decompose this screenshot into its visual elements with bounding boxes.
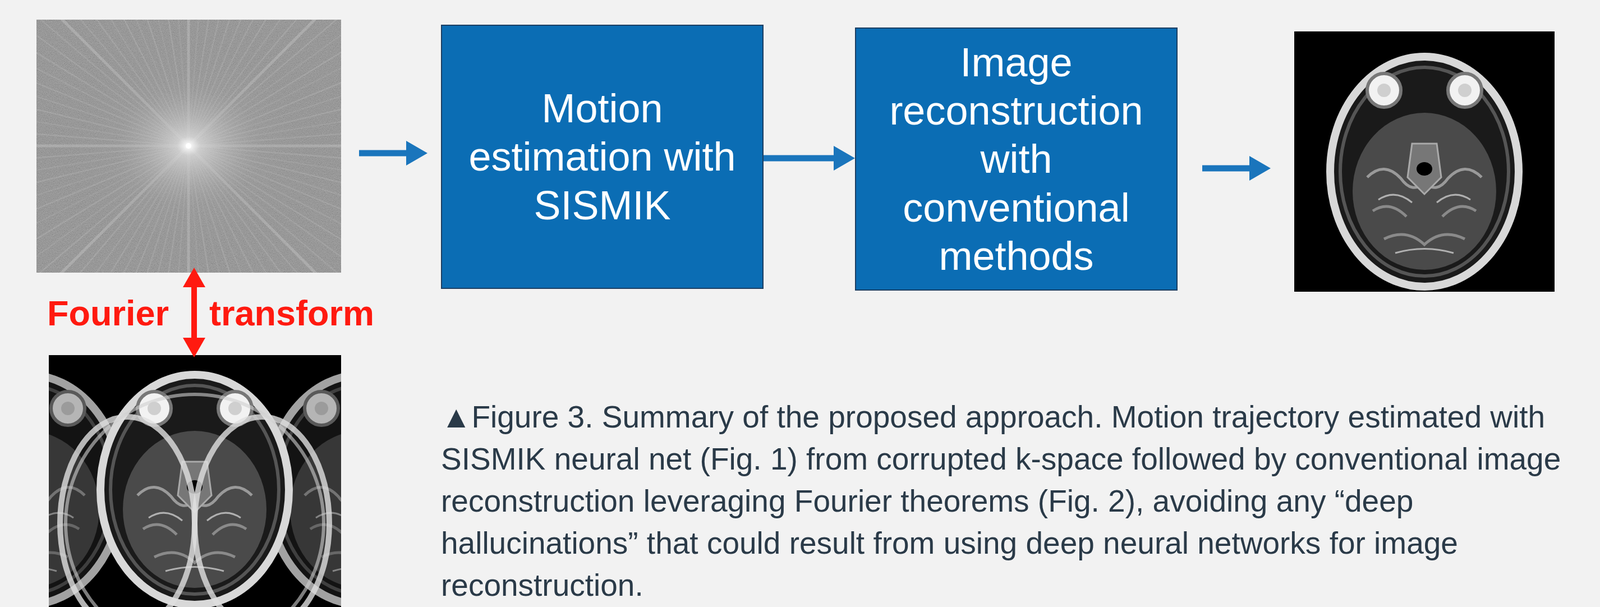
flow-arrow <box>763 145 855 171</box>
axis-label: Fourier <box>47 295 169 331</box>
fourier-arrow-shaft <box>191 286 197 339</box>
kspace-ray <box>42 19 335 273</box>
arrow-head <box>1249 155 1271 181</box>
kspace-image <box>36 19 342 273</box>
process-box: Image reconstruction with conventional m… <box>854 27 1178 291</box>
process-box: Motion estimation with SISMIK <box>440 24 764 289</box>
kspace-ray <box>36 19 342 273</box>
reconstructed-image <box>1294 31 1555 292</box>
arrow-head <box>182 267 206 288</box>
kspace-ray <box>36 19 342 273</box>
arrow-head <box>833 145 855 171</box>
kspace-ray <box>36 19 342 273</box>
kspace-ray <box>36 19 342 273</box>
caption: ▲Figure 3. Summary of the proposed appro… <box>440 396 1569 607</box>
kspace-ray <box>42 19 335 273</box>
arrow-head <box>406 140 428 166</box>
axis-label: transform <box>209 295 375 331</box>
corrupted-image <box>48 355 342 607</box>
kspace-ray <box>36 19 342 273</box>
box-text: Motion estimation with SISMIK <box>462 84 743 230</box>
arrow-shaft <box>1202 165 1251 172</box>
kspace-ray <box>36 19 342 273</box>
arrow-shaft <box>763 155 835 162</box>
arrow-shaft <box>359 150 408 157</box>
arrow-head <box>182 337 206 358</box>
box-text: Image reconstruction with conventional m… <box>876 38 1157 281</box>
